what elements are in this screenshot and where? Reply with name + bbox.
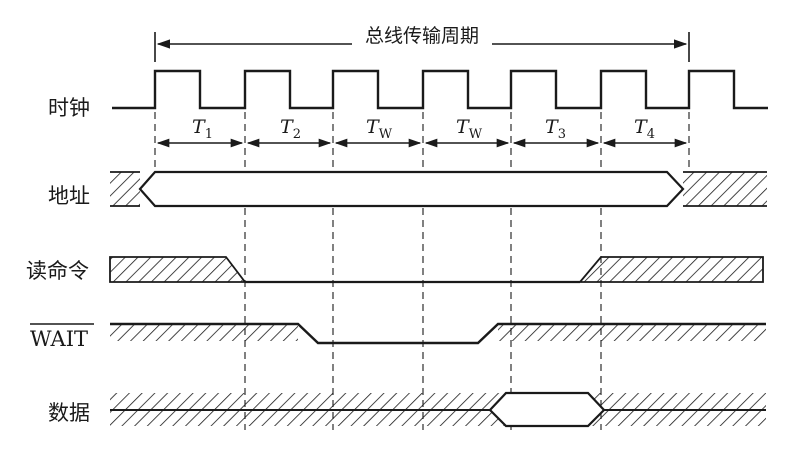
period-label-t2: T2 (280, 116, 301, 142)
bus-cycle-span: 总线传输周期 (154, 22, 690, 62)
label-data: 数据 (48, 401, 90, 425)
label-read-command: 读命令 (26, 259, 89, 283)
period-label-tw2: TW (456, 116, 483, 142)
address-hatch-left (110, 172, 140, 206)
wait-hatch-right (498, 324, 766, 341)
address-hatch-right (683, 172, 767, 206)
period-row: T1 T2 TW TW T3 T4 (156, 116, 688, 148)
read-command-signal (109, 256, 764, 284)
address-signal (110, 170, 767, 208)
period-label-tw1: TW (366, 116, 393, 142)
label-wait: WAIT (30, 327, 88, 351)
title-background (352, 22, 492, 48)
data-valid-region (488, 391, 606, 428)
label-address: 地址 (48, 184, 90, 208)
signal-labels: 时钟 地址 读命令 WAIT 数据 (26, 96, 94, 425)
bus-cycle-title: 总线传输周期 (365, 25, 479, 47)
wait-waveform (110, 322, 766, 345)
label-clock: 时钟 (48, 96, 90, 120)
read-hatch-left (109, 256, 247, 283)
clock-waveform (112, 69, 768, 110)
wait-hatch-left (110, 324, 298, 341)
period-label-t3: T3 (545, 116, 566, 142)
address-valid-region (138, 170, 685, 208)
period-label-t1: T1 (192, 116, 213, 142)
data-signal (110, 391, 766, 428)
read-hatch-right (578, 256, 764, 283)
wait-signal (110, 322, 766, 345)
period-label-t4: T4 (634, 116, 655, 142)
